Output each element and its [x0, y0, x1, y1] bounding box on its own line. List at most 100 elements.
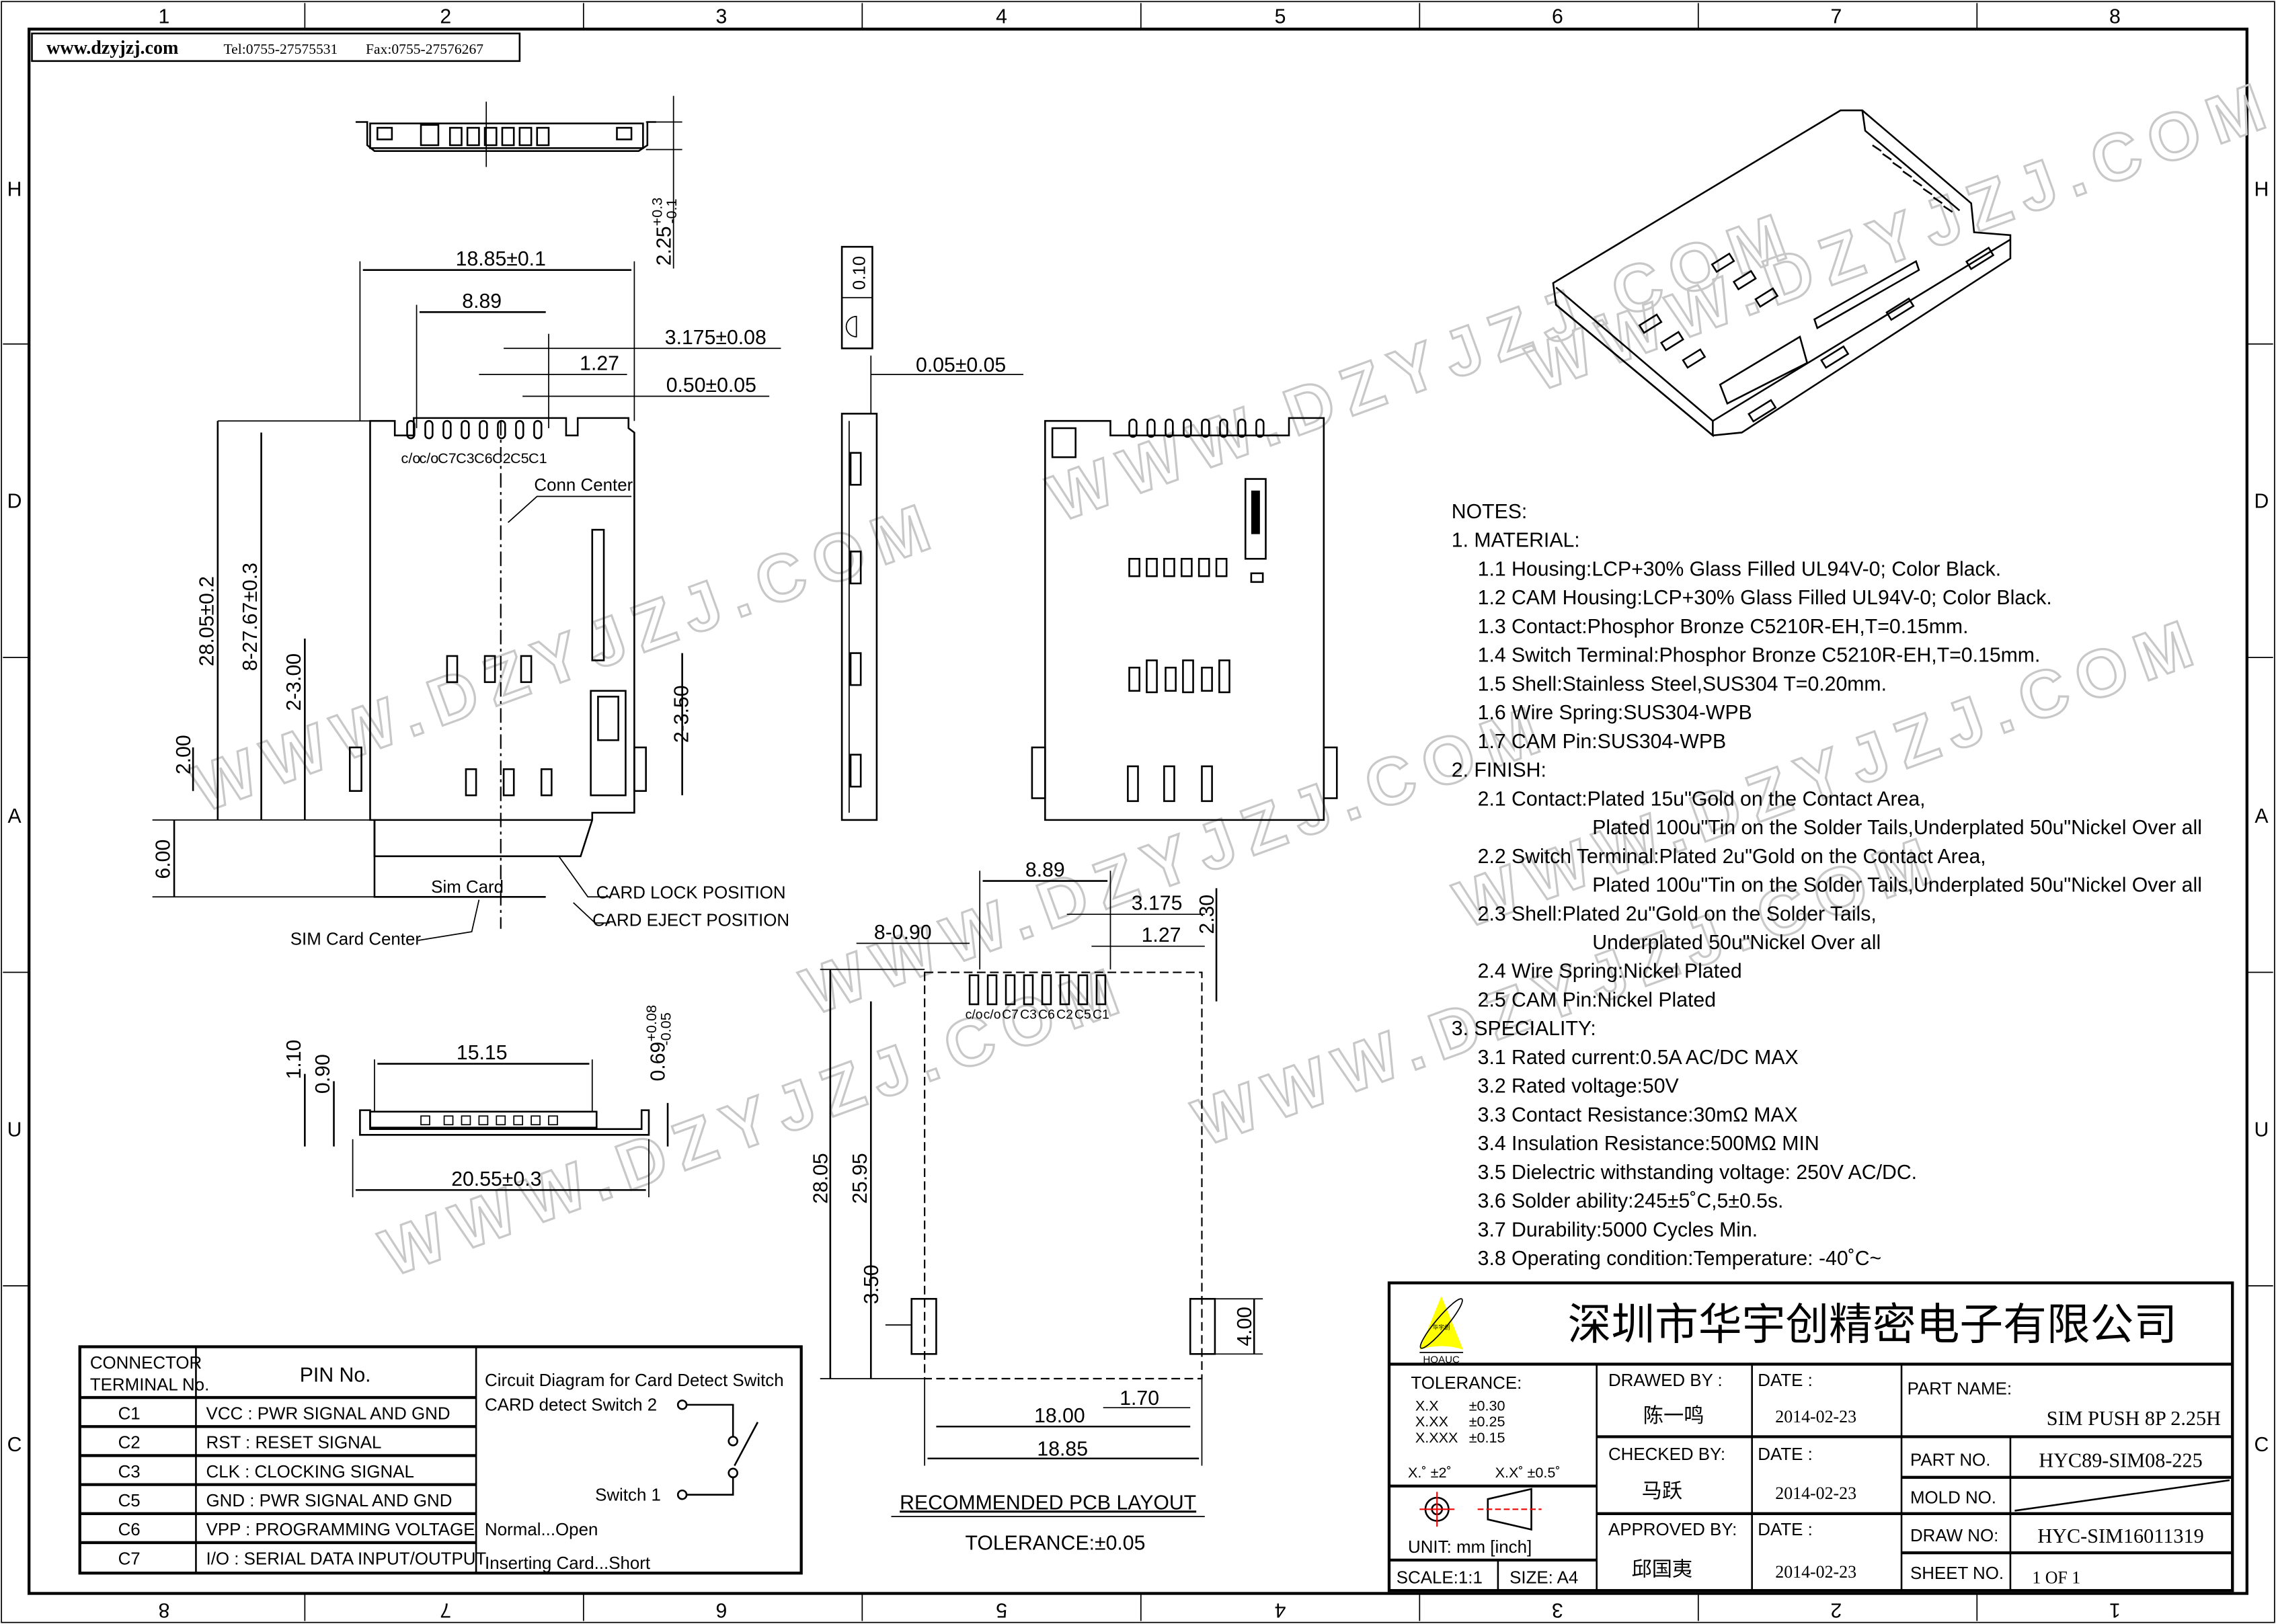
grid-column-label-bottom: 1 [2109, 1599, 2121, 1621]
watermark: WWW.DZYJZJ.COM [792, 690, 1559, 1030]
drawing-frame [28, 28, 2248, 1595]
grid-row-label: A [8, 805, 22, 827]
grid-column-label-bottom: 3 [1552, 1599, 1563, 1621]
projection-symbol-icon [1419, 1488, 1542, 1531]
pcb-switch-pad-dim: 4.00 [1234, 1307, 1256, 1346]
sheet-no-label: SHEET NO. [1910, 1564, 2004, 1583]
contact-pin [424, 419, 434, 440]
pcb-pin-label: c/o [966, 1008, 983, 1022]
title-block: 华宇创 HOAUC 深圳市华宇创精密电子有限公司 TOLERANCE: X.X±… [1387, 1281, 2234, 1592]
part-name: SIM PUSH 8P 2.25H [2047, 1407, 2221, 1430]
contact-pin [406, 419, 416, 440]
date-checked: 2014-02-23 [1775, 1484, 1856, 1503]
grid-column-label: 6 [1552, 6, 1563, 28]
note-line: Underplated 50u"Nickel Over all [1592, 932, 1881, 954]
pcb-pad [1077, 974, 1089, 1006]
pin-label: c/o [401, 450, 421, 466]
company-name: 深圳市华宇创精密电子有限公司 [1568, 1300, 2178, 1349]
pcb-pad [1041, 974, 1052, 1006]
grid-row-label: D [7, 491, 22, 513]
pcb-tolerance: TOLERANCE:±0.05 [965, 1533, 1145, 1555]
approved-by: 邱国夷 [1631, 1558, 1692, 1581]
bottom-view [1031, 417, 1338, 821]
contact-tail [1255, 418, 1265, 438]
terminal-cell: C2 [118, 1434, 141, 1453]
pcb-length-dim: 28.05 [810, 1153, 832, 1204]
pcb-pitch-dim: 1.27 [1142, 924, 1181, 946]
pcb-pin-label: C5 [1074, 1008, 1091, 1022]
pcb-offset-dim: 3.175 [1132, 893, 1183, 915]
iso-contact-pin [1922, 188, 1933, 196]
angle-tolerance-2: X.X˚ ±0.5˚ [1495, 1464, 1561, 1481]
top-view: 18.85±0.1 8.89 3.175±0.08 1.27 0.50±0.05… [153, 248, 790, 948]
contact-pins [406, 419, 543, 440]
outer-width-dim: 20.55±0.3 [451, 1168, 541, 1190]
grid-row-label-right: C [2254, 1434, 2269, 1456]
pcb-pin-label: C6 [1038, 1008, 1055, 1022]
grid-column-label-bottom: 8 [159, 1599, 170, 1621]
height-dim-1: 1.10 [283, 1040, 305, 1080]
pcb-inner-width-dim: 18.00 [1034, 1405, 1085, 1427]
grid-column-label: 8 [2109, 6, 2121, 28]
switch-dim: 2-3.00 [283, 653, 305, 711]
date-label: DATE : [1758, 1520, 1813, 1539]
circuit-switch2-label: CARD detect Switch 2 [485, 1396, 657, 1415]
pcb-pad-width-dim: 8-0.90 [874, 922, 932, 944]
pin-width-dim: 0.50±0.05 [666, 374, 756, 397]
date-label: DATE : [1758, 1445, 1813, 1464]
grid-column-label-bottom: 5 [996, 1599, 1007, 1621]
contact-tail [1201, 418, 1210, 438]
pcb-pad [1095, 974, 1107, 1006]
logo-text: 华宇创 [1433, 1324, 1450, 1331]
circuit-switch1-label: Switch 1 [595, 1486, 661, 1504]
watermark: WWW.DZYJZJ.COM [1039, 196, 1806, 536]
tolerance-key: X.XX [1415, 1413, 1448, 1430]
terminal-cell: C7 [118, 1549, 141, 1568]
iso-contact-pin [1943, 205, 1953, 213]
grid-column-label-bottom: 2 [1830, 1599, 1842, 1621]
pin-cell: GND : PWR SIGNAL AND GND [206, 1492, 453, 1510]
drawed-by: 陈一鸣 [1643, 1404, 1704, 1427]
pitch-dim: 1.27 [580, 353, 619, 375]
tolerance-key: X.X [1415, 1397, 1439, 1414]
gap-dim: 0.05±0.05 [916, 354, 1006, 376]
card-lock-label: CARD LOCK POSITION [596, 883, 786, 902]
note-line: 1.5 Shell:Stainless Steel,SUS304 T=0.20m… [1478, 673, 1887, 695]
tel: Tel:0755-27575531 [223, 41, 338, 57]
pin-label: C2 [492, 450, 511, 466]
note-line: Plated 100u"Tin on the Solder Tails,Unde… [1592, 817, 2202, 839]
grid-column-label: 7 [1830, 6, 1842, 28]
grid-column-label: 4 [996, 6, 1007, 28]
iso-contact-pin [1932, 196, 1943, 204]
note-line: 3.3 Contact Resistance:30mΩ MAX [1478, 1104, 1798, 1126]
note-line: 2. FINISH: [1452, 760, 1546, 782]
pcb-pin-label: c/o [984, 1008, 1001, 1022]
website: www.dzyjzj.com [46, 38, 178, 58]
pcb-pad-len-dim: 2.30 [1196, 895, 1218, 934]
note-line: 3.7 Durability:5000 Cycles Min. [1478, 1219, 1758, 1241]
grid-column-label: 1 [159, 6, 170, 28]
grid-column-label-bottom: 7 [440, 1599, 451, 1621]
pcb-pad [1059, 974, 1070, 1006]
grid-column-label-bottom: 6 [716, 1599, 728, 1621]
contact-tail [1128, 418, 1138, 438]
draw-no-label: DRAW NO: [1910, 1527, 1998, 1545]
pcb-pad [986, 974, 998, 1006]
pcb-pad [1023, 974, 1034, 1006]
note-line: 3.1 Rated current:0.5A AC/DC MAX [1478, 1047, 1799, 1069]
grid-row-label-right: H [2254, 179, 2269, 201]
note-line: NOTES: [1452, 501, 1528, 523]
switch-dim-right: 2-3.50 [670, 685, 693, 743]
pcb-switch-pos-dim: 3.50 [861, 1264, 883, 1304]
tolerance-value: ±0.30 [1469, 1397, 1505, 1414]
pin-cell: RST : RESET SIGNAL [206, 1434, 382, 1453]
contact-pin [442, 419, 452, 440]
mold-no-label: MOLD NO. [1910, 1489, 1996, 1508]
tolerance-value: ±0.15 [1469, 1429, 1505, 1446]
